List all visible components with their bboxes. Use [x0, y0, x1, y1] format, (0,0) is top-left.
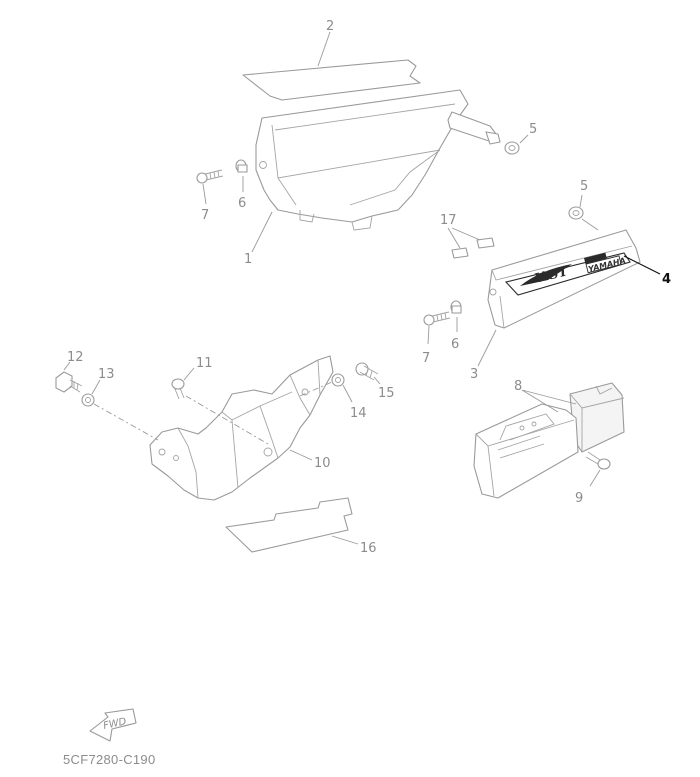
callout-14: 14 — [350, 406, 367, 421]
callout-6b: 6 — [451, 337, 459, 352]
callout-1: 1 — [244, 252, 252, 267]
part-10-bracket[interactable] — [149, 355, 334, 501]
callout-12: 12 — [67, 350, 84, 365]
callout-9: 9 — [575, 491, 583, 506]
callout-15: 15 — [378, 386, 395, 401]
part-12-bolt[interactable] — [55, 371, 83, 393]
part-16-sheet[interactable] — [225, 497, 353, 553]
part-7-screw-upper[interactable] — [196, 169, 224, 184]
part-15-bolt[interactable] — [355, 362, 379, 381]
part-5-grommet-upper[interactable] — [504, 141, 520, 155]
callout-2: 2 — [326, 19, 334, 34]
callout-5b: 5 — [580, 179, 588, 194]
callout-7b: 7 — [422, 351, 430, 366]
fwd-label: FWD — [102, 716, 127, 732]
callout-16: 16 — [360, 541, 377, 556]
callout-11: 11 — [196, 356, 213, 371]
part-17-pads[interactable] — [451, 237, 495, 259]
callout-6a: 6 — [238, 196, 246, 211]
callout-17: 17 — [440, 213, 457, 228]
callout-3: 3 — [470, 367, 478, 382]
part-13-collar[interactable] — [81, 393, 95, 407]
part-6-collar-lower[interactable] — [450, 300, 462, 314]
callout-7a: 7 — [201, 208, 209, 223]
callout-13: 13 — [98, 367, 115, 382]
part-11-bolt[interactable] — [171, 378, 185, 400]
part-6-collar-upper[interactable] — [235, 159, 248, 173]
part-7-screw-lower[interactable] — [423, 311, 451, 326]
part-1-side-cover[interactable] — [255, 89, 501, 231]
part-2-pad[interactable] — [242, 59, 421, 101]
callout-8: 8 — [514, 379, 522, 394]
callout-4: 4 — [662, 272, 671, 287]
callout-10: 10 — [314, 456, 331, 471]
part-14-washer[interactable] — [331, 373, 345, 387]
diagram-code: 5CF7280-C190 — [63, 752, 156, 767]
forward-arrow-icon: FWD — [89, 708, 137, 742]
part-5-grommet-lower[interactable] — [568, 206, 584, 220]
part-8-battery-case[interactable] — [473, 382, 625, 499]
callout-5a: 5 — [529, 122, 537, 137]
part-9-screw[interactable] — [585, 451, 611, 470]
